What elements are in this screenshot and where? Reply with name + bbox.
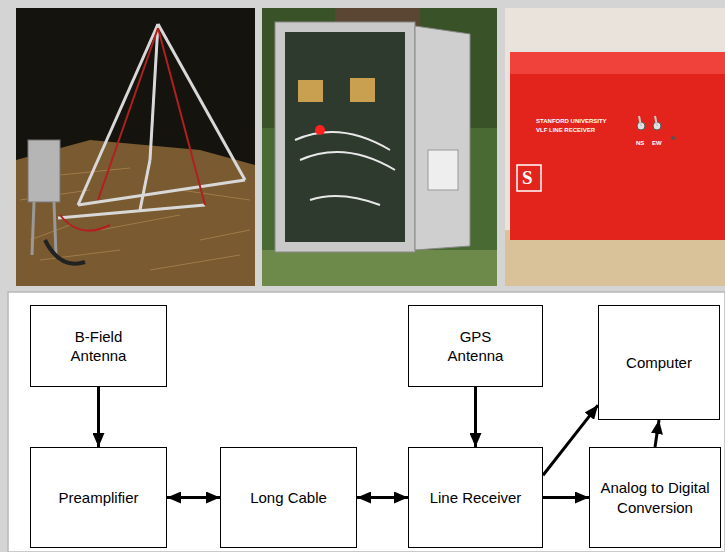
circuit-board [285,32,405,242]
box-label: Preamplifier [58,488,138,508]
logo-frame [517,165,541,191]
process-box: Preamplifier [30,447,167,548]
loop-wire [60,28,205,231]
logo-letter: S [522,168,533,187]
connector-arrow [97,387,100,447]
tripod-antenna [58,24,245,218]
process-box: Analog to Digital Conversion [589,447,721,548]
box-label: Line Receiver [430,488,522,508]
preamp-box [28,140,60,202]
diagram-panel [8,292,725,552]
process-box: GPS Antenna [408,305,543,387]
wires [295,132,395,205]
connector-arrow [167,496,220,499]
panel-text: STANFORD UNIVERSITY [536,118,607,124]
indicator [671,136,675,140]
enclosure [275,22,415,252]
box-label: Long Cable [250,488,327,508]
process-box: Long Cable [220,447,357,548]
process-box: B-Field Antenna [30,305,167,387]
open-door [415,26,470,250]
connector-arrow [655,420,659,447]
process-box: Computer [598,305,720,420]
panel-text: VLF LINE RECEIVER [536,127,595,133]
box-label: Computer [626,353,692,373]
switch-label: EW [652,140,662,146]
switch-label: NS [636,140,644,146]
box-label: GPS Antenna [431,327,521,366]
forest [262,8,497,286]
connector-arrow [543,496,589,499]
box-label: Analog to Digital Conversion [596,478,714,517]
process-box: Line Receiver [408,447,543,548]
night-sky [16,8,255,286]
receiver-box [510,74,725,240]
wall [505,8,725,286]
connector-arrow [357,496,408,499]
led [315,125,325,135]
receiver-top [510,52,725,76]
box-label: B-Field Antenna [54,327,144,366]
connector-arrow [474,387,477,447]
straw-ground [16,140,255,286]
